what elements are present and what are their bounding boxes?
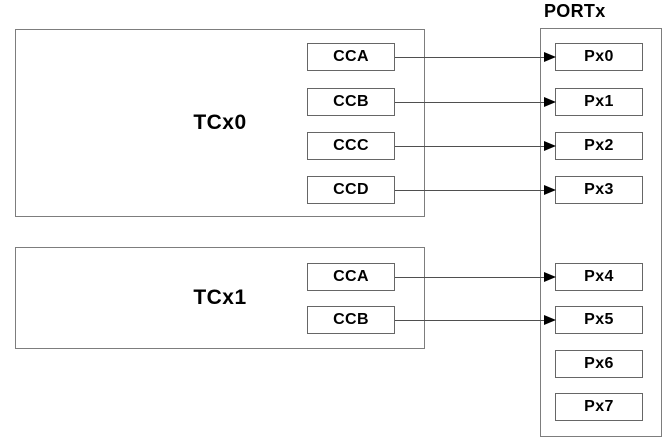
arrowhead-icon	[544, 52, 556, 62]
pin-box-px7: Px7	[555, 393, 643, 421]
pin-box-px5: Px5	[555, 306, 643, 334]
arrowhead-icon	[544, 185, 556, 195]
pin-box-px0: Px0	[555, 43, 643, 71]
block-portx: Px0 Px1 Px2 Px3 Px4 Px5 Px6 Px7	[540, 28, 662, 437]
arrowhead-icon	[544, 97, 556, 107]
connection-line	[395, 319, 545, 321]
pin-box-px1: Px1	[555, 88, 643, 116]
connection-line	[395, 276, 545, 278]
connection-line	[395, 101, 545, 103]
channel-box-tcx0-ccc: CCC	[307, 132, 395, 160]
arrowhead-icon	[544, 141, 556, 151]
block-tcx0: TCx0 CCA CCB CCC CCD	[15, 29, 425, 217]
connection-line	[395, 56, 545, 58]
port-title: PORTx	[544, 1, 606, 21]
block-tcx1: TCx1 CCA CCB	[15, 247, 425, 349]
channel-box-tcx0-ccb: CCB	[307, 88, 395, 116]
connection-line	[395, 189, 545, 191]
pin-box-px2: Px2	[555, 132, 643, 160]
channel-box-tcx0-ccd: CCD	[307, 176, 395, 204]
connection-line	[395, 145, 545, 147]
block-tcx0-label: TCx0	[193, 111, 247, 134]
block-tcx1-label: TCx1	[193, 286, 247, 309]
pin-box-px4: Px4	[555, 263, 643, 291]
channel-box-tcx1-cca: CCA	[307, 263, 395, 291]
channel-box-tcx0-cca: CCA	[307, 43, 395, 71]
arrowhead-icon	[544, 315, 556, 325]
channel-box-tcx1-ccb: CCB	[307, 306, 395, 334]
arrowhead-icon	[544, 272, 556, 282]
pin-box-px3: Px3	[555, 176, 643, 204]
pin-box-px6: Px6	[555, 350, 643, 378]
